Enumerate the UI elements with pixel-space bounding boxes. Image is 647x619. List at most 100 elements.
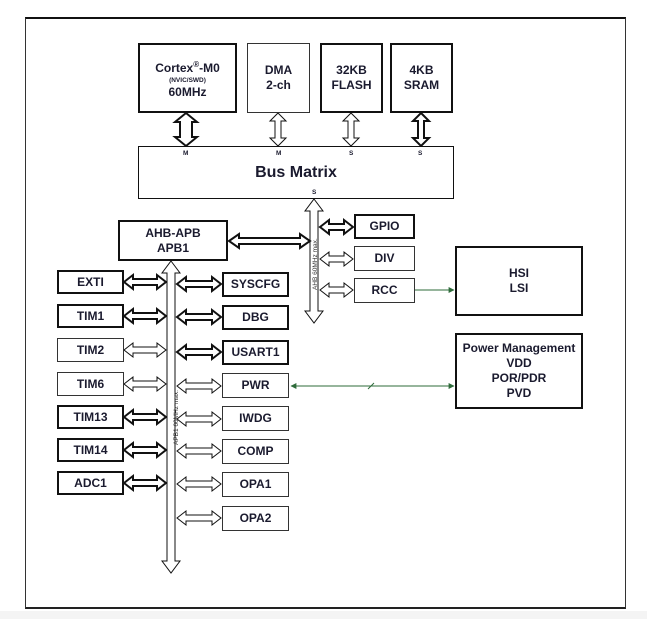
dma-block: DMA 2-ch [247,43,310,113]
ahb-peripheral-rcc: RCC [354,278,415,303]
dma-line1: DMA [264,63,293,77]
flash-block: 32KB FLASH [320,43,383,113]
power-management: Power Management VDD POR/PDR PVD [455,333,583,409]
sram-block: 4KB SRAM [390,43,453,113]
apb-left-link-tim2 [123,341,167,359]
apb-left-link-tim13 [122,407,168,427]
ahb-bus-arrow [304,198,324,324]
apb-right-link-pwr [176,377,222,395]
peripheral-label: TIM13 [73,409,108,424]
sram-bus-arrow [410,111,432,148]
peripheral-label: GPIO [369,219,400,233]
apb-right-link-opa2 [176,509,222,527]
apb-right-link-syscfg [175,274,223,294]
dma-line2: 2-ch [266,78,291,92]
peripheral-label: PWR [241,378,270,392]
apb-left-peripheral-tim1: TIM1 [57,304,124,328]
port-dma: M [276,150,282,157]
peripheral-label: EXTI [77,274,104,289]
bridge-ahb-arrow [227,232,312,250]
apb-bus-label: APB1 60MHz max. [173,390,180,445]
peripheral-label: ADC1 [74,475,107,490]
apb-right-peripheral-usart1: USART1 [222,340,289,365]
peripheral-label: USART1 [231,345,280,359]
pwr-link-slash [367,382,375,390]
apb-right-peripheral-dbg: DBG [222,305,289,330]
core-suffix: -M0 [199,60,220,75]
clock-sources: HSI LSI [455,246,583,316]
clock-line1: HSI [508,266,529,280]
flash-bus-arrow [341,112,361,147]
apb-left-link-tim6 [123,375,167,393]
apb-left-peripheral-adc1: ADC1 [57,471,124,495]
core-subtitle: (NVIC/SWD) [169,76,206,84]
apb-right-link-dbg [175,307,223,327]
apb-left-link-tim14 [122,440,168,460]
apb-left-peripheral-tim13: TIM13 [57,405,124,429]
apb-right-peripheral-comp: COMP [222,439,289,464]
port-sram: S [418,150,423,157]
ahb-link-div [319,250,354,268]
registered-mark: ® [193,59,200,69]
apb-right-peripheral-iwdg: IWDG [222,406,289,431]
cortex-m0-core: Cortex®-M0 (NVIC/SWD) 60MHz [138,43,237,113]
apb-left-peripheral-tim2: TIM2 [57,338,124,362]
apb-right-peripheral-opa2: OPA2 [222,506,289,531]
port-core: M [183,150,189,157]
peripheral-label: IWDG [239,411,272,425]
peripheral-label: DBG [242,310,269,324]
power-line3: POR/PDR [491,371,547,385]
core-frequency: 60MHz [168,84,207,99]
peripheral-label: SYSCFG [230,277,281,291]
ahb-peripheral-div: DIV [354,246,415,271]
apb-right-link-iwdg [176,410,222,428]
bus-matrix: Bus Matrix [138,146,454,199]
bridge-line1: AHB-APB [145,225,201,240]
port-ahb: S [312,189,317,196]
apb-left-peripheral-tim6: TIM6 [57,372,124,396]
apb-right-link-usart1 [175,342,223,362]
flash-line2: FLASH [331,78,372,92]
bottom-strip [0,611,647,619]
ahb-bus-label: AHB 60MHz max. [312,238,319,290]
power-line2: VDD [506,356,532,370]
apb-right-link-opa1 [176,475,222,493]
apb-left-peripheral-tim14: TIM14 [57,438,124,462]
peripheral-label: COMP [237,444,274,458]
port-flash: S [349,150,354,157]
flash-line1: 32KB [336,63,367,77]
power-line4: PVD [506,386,532,400]
sram-line1: 4KB [409,63,434,77]
ahb-peripheral-gpio: GPIO [354,214,415,239]
bus-matrix-label: Bus Matrix [255,164,337,181]
ahb-link-gpio [318,217,355,237]
ahb-link-rcc [319,281,354,299]
apb-left-peripheral-exti: EXTI [57,270,124,294]
apb-right-peripheral-pwr: PWR [222,373,289,398]
apb-right-peripheral-opa1: OPA1 [222,472,289,497]
peripheral-label: OPA1 [239,477,272,491]
core-name: Cortex [155,60,194,75]
peripheral-label: OPA2 [239,511,272,525]
peripheral-label: TIM2 [76,342,105,357]
apb-right-peripheral-syscfg: SYSCFG [222,272,289,297]
peripheral-label: TIM14 [73,442,108,457]
ahb-apb-bridge: AHB-APB APB1 [118,220,228,261]
peripheral-label: TIM6 [76,376,105,391]
core-bus-arrow [172,111,200,148]
peripheral-label: DIV [374,251,395,265]
peripheral-label: TIM1 [76,308,105,323]
apb-left-link-exti [122,272,168,292]
peripheral-label: RCC [371,283,398,297]
apb-left-link-adc1 [122,473,168,493]
apb1-bus-arrow [161,260,181,574]
sram-line2: SRAM [403,78,440,92]
apb-right-link-comp [176,442,222,460]
bridge-line2: APB1 [156,240,189,255]
power-line1: Power Management [462,341,576,355]
apb-left-link-tim1 [122,306,168,326]
dma-bus-arrow [268,112,288,147]
diagram-frame [25,17,626,609]
clock-line2: LSI [509,281,529,295]
